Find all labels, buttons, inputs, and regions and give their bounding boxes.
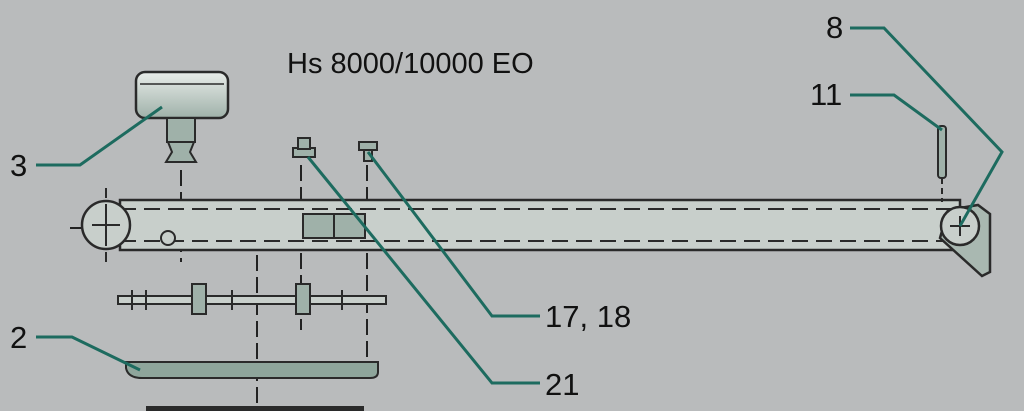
diagram-title: Hs 8000/10000 EO: [287, 48, 534, 80]
leader-11: [850, 93, 943, 132]
leader-3: [36, 105, 163, 167]
callout-2: 2: [10, 320, 27, 355]
screw-part-21: [292, 137, 316, 158]
left-pivot: [80, 188, 132, 262]
main-arm: [118, 198, 962, 252]
callout-17-18: 17, 18: [545, 299, 631, 334]
knob-part-3: [134, 70, 230, 163]
leader-2: [36, 335, 141, 372]
callout-8: 8: [826, 10, 843, 45]
cover-part-2: [125, 361, 379, 379]
bottom-plate: [146, 406, 364, 411]
callout-3: 3: [10, 148, 27, 183]
leader-8: [850, 26, 1004, 227]
pin-part-11: [937, 125, 947, 202]
callout-11: 11: [810, 77, 842, 112]
callout-21: 21: [545, 367, 579, 402]
leader-21: [306, 156, 540, 385]
leader-lines: [36, 26, 1004, 385]
guide-rail: [117, 283, 387, 315]
leader-17-18: [366, 151, 540, 318]
